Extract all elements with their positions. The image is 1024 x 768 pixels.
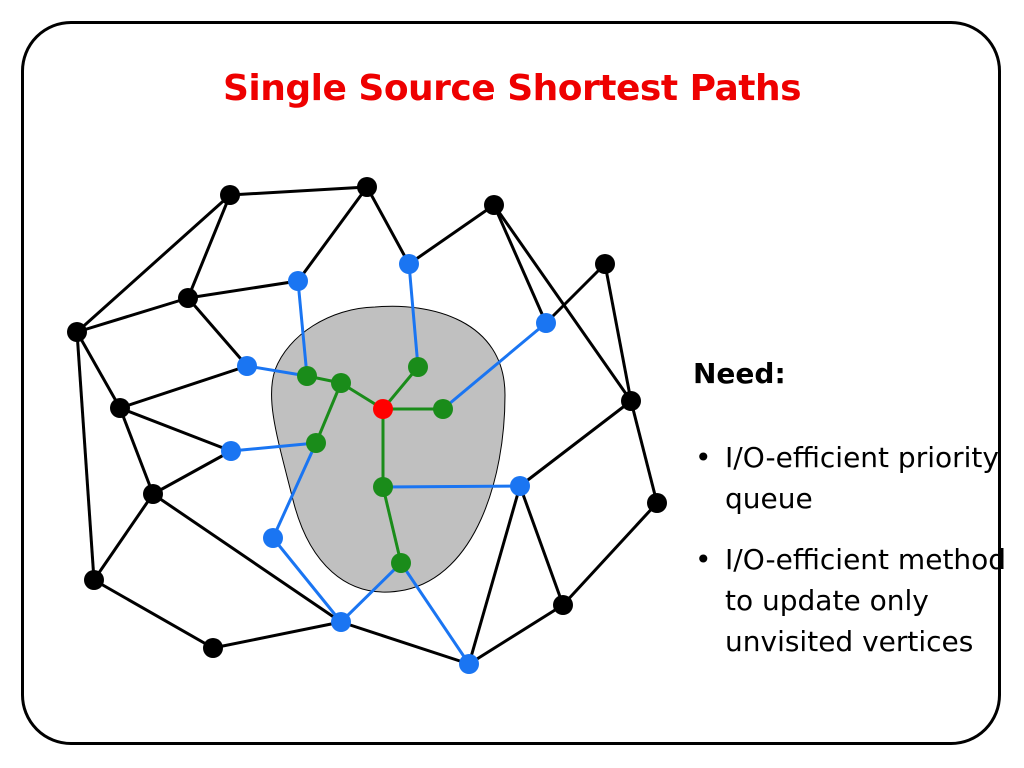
graph-edge xyxy=(93,578,214,650)
unvisited-vertex xyxy=(203,638,223,658)
graph-edge xyxy=(187,279,299,300)
frontier-vertex xyxy=(399,254,419,274)
frontier-vertex xyxy=(510,476,530,496)
frontier-edge xyxy=(339,561,403,624)
tree-edge xyxy=(314,382,343,444)
graph-edge xyxy=(519,399,632,488)
bullet-marker: • xyxy=(695,441,712,474)
need-item-text: I/O-efficient method to update only unvi… xyxy=(725,543,1007,658)
unvisited-vertex xyxy=(484,195,504,215)
visited-vertex xyxy=(331,373,351,393)
frontier-edge xyxy=(230,441,317,453)
graph-edge xyxy=(119,406,232,453)
frontier-vertex xyxy=(459,654,479,674)
frontier-vertex xyxy=(263,528,283,548)
unvisited-vertex xyxy=(595,254,615,274)
slide-frame xyxy=(21,21,1001,745)
frontier-edge xyxy=(399,562,471,665)
unvisited-vertex xyxy=(178,288,198,308)
graph-edge xyxy=(629,400,659,504)
graph-edge xyxy=(92,493,155,581)
visited-region xyxy=(270,305,506,593)
graph-edge xyxy=(468,603,564,666)
frontier-vertex xyxy=(331,612,351,632)
unvisited-vertex xyxy=(553,595,573,615)
graph-edge xyxy=(152,492,342,624)
visited-vertex xyxy=(408,357,428,377)
graph-edge xyxy=(75,331,122,409)
blue-edges xyxy=(230,263,547,665)
need-heading: Need: xyxy=(693,357,786,390)
graph-edge xyxy=(229,185,368,197)
frontier-edge xyxy=(442,321,547,411)
frontier-edge xyxy=(407,263,420,368)
tree-edge xyxy=(381,486,403,564)
need-list: • I/O-efficient priority queue • I/O-eff… xyxy=(690,437,1010,682)
need-item-priority-queue: • I/O-efficient priority queue xyxy=(690,437,1010,519)
black-edges xyxy=(75,185,659,666)
graph-edge xyxy=(76,296,189,334)
need-item-text: I/O-efficient priority queue xyxy=(725,441,999,515)
graph-edge xyxy=(118,407,155,495)
frontier-edge xyxy=(271,442,318,539)
graph-edge xyxy=(561,501,659,607)
visited-vertex xyxy=(433,399,453,419)
unvisited-vertex xyxy=(357,177,377,197)
frontier-vertex xyxy=(288,271,308,291)
graph-edge xyxy=(186,194,232,299)
graph-edge xyxy=(212,620,342,650)
frontier-edge xyxy=(246,364,308,378)
graph-edge xyxy=(365,186,411,265)
graph-edge xyxy=(492,204,548,324)
graph-edge xyxy=(75,193,232,334)
unvisited-vertex xyxy=(143,484,163,504)
unvisited-vertex xyxy=(220,185,240,205)
graph-edge xyxy=(492,204,633,402)
source-vertex xyxy=(373,399,393,419)
frontier-edge xyxy=(382,484,521,489)
visited-vertex xyxy=(297,366,317,386)
frontier-vertex xyxy=(237,356,257,376)
graph-edge xyxy=(296,186,369,282)
graph-edge xyxy=(119,364,248,410)
graph-edge xyxy=(603,263,633,402)
unvisited-vertex xyxy=(621,391,641,411)
graph-edge xyxy=(152,449,232,496)
frontier-edge xyxy=(296,280,309,377)
graph-edge xyxy=(340,620,470,666)
unvisited-vertex xyxy=(67,322,87,342)
graph-edge xyxy=(518,485,565,606)
unvisited-vertex xyxy=(647,493,667,513)
unvisited-vertex xyxy=(110,398,130,418)
graph-edge xyxy=(408,203,495,266)
graph-edge xyxy=(75,331,96,581)
graph-edge xyxy=(467,485,522,665)
slide-title: Single Source Shortest Paths xyxy=(222,68,802,109)
graph-edge xyxy=(544,262,607,325)
bullet-marker: • xyxy=(695,543,712,576)
frontier-edge xyxy=(271,537,343,623)
graph-edge xyxy=(186,297,249,367)
frontier-vertex xyxy=(536,313,556,333)
visited-vertex xyxy=(391,553,411,573)
visited-vertex xyxy=(373,477,393,497)
unvisited-vertex xyxy=(84,570,104,590)
need-item-update-method: • I/O-efficient method to update only un… xyxy=(690,539,1010,662)
graph-nodes xyxy=(67,177,667,674)
visited-vertex xyxy=(306,433,326,453)
frontier-vertex xyxy=(221,441,241,461)
